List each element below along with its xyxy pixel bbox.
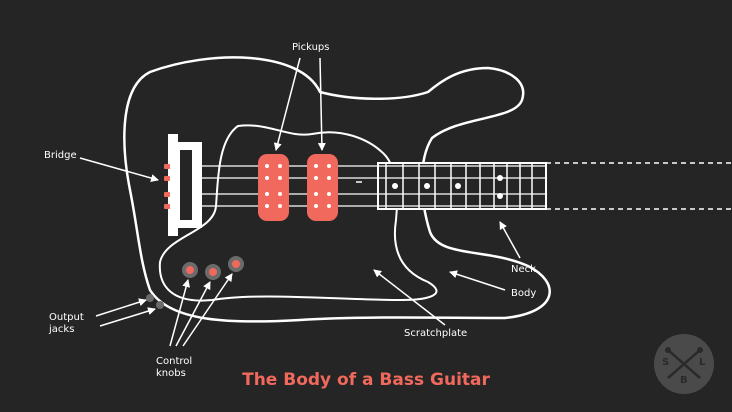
guitar-body-outline [123, 56, 551, 323]
pickup-neck-side-left [258, 154, 289, 221]
neck-fretboard [377, 162, 547, 210]
neck-extension-dashed [546, 162, 732, 210]
pickup-poles [265, 164, 331, 208]
label-bridge: Bridge [44, 150, 77, 161]
label-pickups: Pickups [292, 42, 330, 53]
output-jacks [146, 294, 164, 309]
strings [170, 165, 546, 207]
logo-letter-l: L [699, 357, 706, 368]
label-body: Body [511, 288, 537, 299]
pickup-right [307, 154, 338, 221]
annotation-arrows [79, 57, 521, 347]
control-knobs [182, 256, 244, 280]
scratchplate-outline [158, 124, 438, 302]
label-output-jacks: Output jacks [49, 312, 84, 335]
logo-letter-b: B [680, 375, 688, 386]
label-neck: Neck [511, 264, 536, 275]
bridge-cutout [180, 150, 192, 220]
sbl-logo [654, 334, 714, 394]
label-scratchplate: Scratchplate [404, 328, 468, 339]
label-control-knobs: Control knobs [156, 356, 193, 379]
logo-letter-s: S [662, 357, 670, 368]
frets [385, 163, 533, 209]
bridge-saddles [164, 164, 170, 209]
diagram-title: The Body of a Bass Guitar [242, 370, 490, 390]
